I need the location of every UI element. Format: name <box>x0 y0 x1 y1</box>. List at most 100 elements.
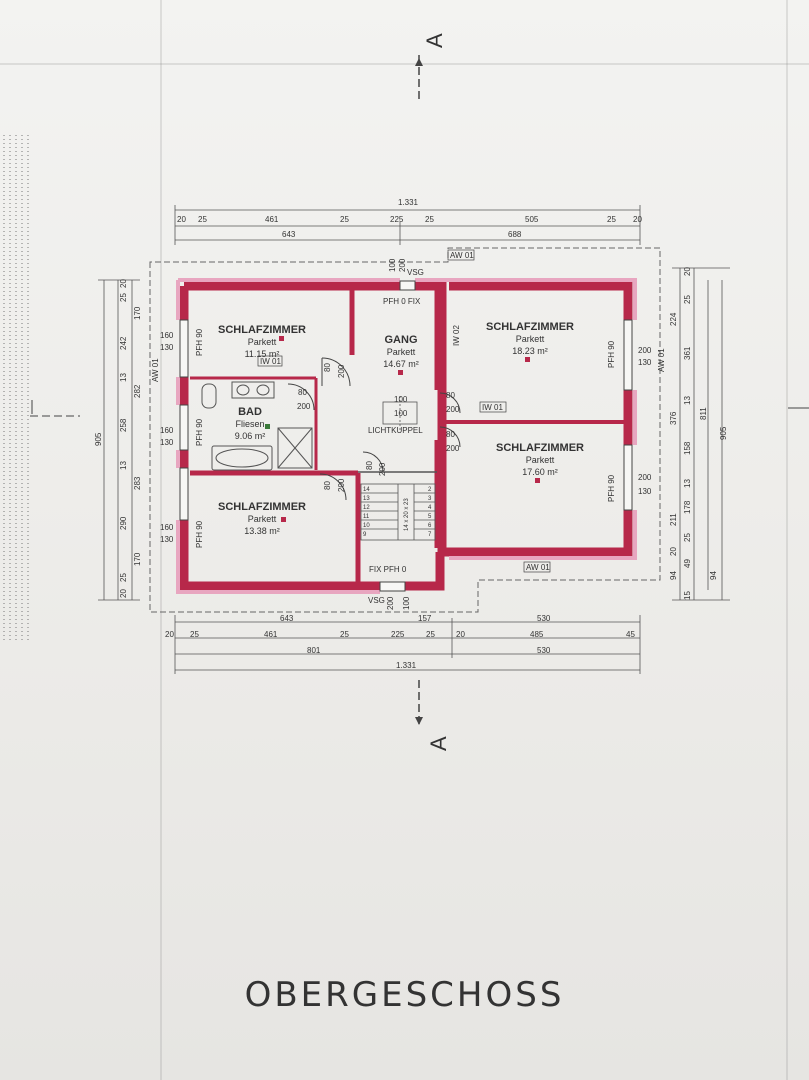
dim: 25 <box>425 215 434 224</box>
tag-aw01: AW 01 <box>657 348 666 372</box>
section-label-bottom: A <box>426 736 451 751</box>
stair-step-number: 14 <box>363 487 370 493</box>
dim: 13 <box>683 396 692 405</box>
stair-step-number: 5 <box>428 514 432 520</box>
dim-160: 160 <box>160 331 174 340</box>
dim-200: 200 <box>297 402 311 411</box>
dim: 25 <box>607 215 616 224</box>
paper-fold <box>786 0 788 1080</box>
dim-200: 200 <box>446 444 460 453</box>
room-floor: Fliesen <box>235 419 264 429</box>
tag-aw01: AW 01 <box>526 563 550 572</box>
dim: 178 <box>683 500 692 514</box>
dim: 505 <box>525 215 539 224</box>
dim-200: 200 <box>386 596 395 610</box>
dim: 49 <box>683 559 692 568</box>
room-name: GANG <box>385 334 418 346</box>
dim-160: 160 <box>160 523 174 532</box>
dim-left-total: 905 <box>94 432 103 446</box>
dim: 45 <box>626 630 635 639</box>
dim-130: 130 <box>160 343 174 352</box>
dim-80: 80 <box>298 388 307 397</box>
room-name: SCHLAFZIMMER <box>486 321 574 333</box>
room-area: 11.15 m² <box>245 349 280 359</box>
stair-step-number: 6 <box>428 523 432 529</box>
dim-200: 200 <box>337 478 346 492</box>
room-area: 17.60 m² <box>522 467 558 477</box>
dim: 20 <box>669 547 678 556</box>
tag-pfh90: PFH 90 <box>195 418 204 446</box>
room-name: BAD <box>238 406 262 418</box>
inner-walls <box>190 290 624 582</box>
dimensions-right <box>672 267 730 601</box>
walls <box>179 281 633 591</box>
room-schlafzimmer-3: SCHLAFZIMMER Parkett 17.60 m² <box>496 442 584 477</box>
dimensions-bottom <box>174 615 641 674</box>
tag-fix-pfh-bottom: FIX PFH 0 <box>369 565 407 574</box>
room-floor: Parkett <box>248 514 277 524</box>
dim: 224 <box>669 312 678 326</box>
dim-80: 80 <box>323 481 332 490</box>
dim: 25 <box>119 293 128 302</box>
tag-vsg-top: VSG <box>407 268 424 277</box>
dim: 20 <box>633 215 642 224</box>
dim: 15 <box>683 591 692 600</box>
dim: 20 <box>177 215 186 224</box>
room-floor: Parkett <box>526 455 555 465</box>
stair-step-number: 3 <box>428 496 432 502</box>
section-label-top: A <box>422 33 447 48</box>
dim-100: 100 <box>388 258 397 272</box>
dim: 643 <box>280 614 294 623</box>
dim-top-total: 1.331 <box>398 198 419 207</box>
dim: 801 <box>307 646 321 655</box>
tag-vsg-bottom: VSG <box>368 596 385 605</box>
dim: 13 <box>119 461 128 470</box>
paper-fold <box>0 63 809 65</box>
room-bad: BAD Fliesen 9.06 m² <box>235 406 266 441</box>
dim: 25 <box>340 215 349 224</box>
stair-step-number: 2 <box>428 487 432 493</box>
dim-200: 200 <box>446 405 460 414</box>
tag-aw01: AW 01 <box>450 251 474 260</box>
tag-pfh90: PFH 90 <box>607 340 616 368</box>
dim: 811 <box>699 407 708 420</box>
dim: 530 <box>537 614 551 623</box>
dim-130: 130 <box>160 535 174 544</box>
room-schlafzimmer-1: SCHLAFZIMMER Parkett 11.15 m² <box>218 324 306 359</box>
dim-100: 100 <box>402 596 411 610</box>
dim: 170 <box>133 306 142 320</box>
wall-tags: IW 01 IW 01 AW 01 AW 01 IW 02 AW 01 AW 0… <box>151 249 666 573</box>
dim-80: 80 <box>446 430 455 439</box>
dim-80: 80 <box>446 391 455 400</box>
dim: 20 <box>683 267 692 276</box>
dim-80: 80 <box>365 461 374 470</box>
room-floor: Parkett <box>248 337 277 347</box>
room-area: 14.67 m² <box>383 359 419 369</box>
stair-step-number: 9 <box>363 532 367 538</box>
dim-80: 80 <box>323 363 332 372</box>
room-area: 9.06 m² <box>235 431 266 441</box>
dim: 20 <box>119 279 128 288</box>
dim-200: 200 <box>378 462 387 476</box>
dim: 158 <box>683 441 692 455</box>
dim-130: 130 <box>160 438 174 447</box>
dim-200: 200 <box>337 364 346 378</box>
dim: 25 <box>190 630 199 639</box>
dim-bottom-total: 1.331 <box>396 661 417 670</box>
room-name: SCHLAFZIMMER <box>218 501 306 513</box>
dimensions-bottom-text: 643 157 530 20 25 461 25 225 25 20 485 4… <box>165 614 635 670</box>
dim: 25 <box>119 573 128 582</box>
dim: 20 <box>456 630 465 639</box>
opening-annotations: PFH 0 FIX VSG 100 200 FIX PFH 0 VSG 200 … <box>160 258 652 610</box>
room-name: SCHLAFZIMMER <box>496 442 584 454</box>
dim: 242 <box>119 336 128 350</box>
section-marker-bottom: A <box>415 680 451 751</box>
dim: 94 <box>709 571 718 580</box>
room-name: SCHLAFZIMMER <box>218 324 306 336</box>
dim: 530 <box>537 646 551 655</box>
dim: 25 <box>426 630 435 639</box>
section-marker-top: A <box>415 33 447 100</box>
dim: 25 <box>198 215 207 224</box>
room-floor: Parkett <box>387 347 416 357</box>
